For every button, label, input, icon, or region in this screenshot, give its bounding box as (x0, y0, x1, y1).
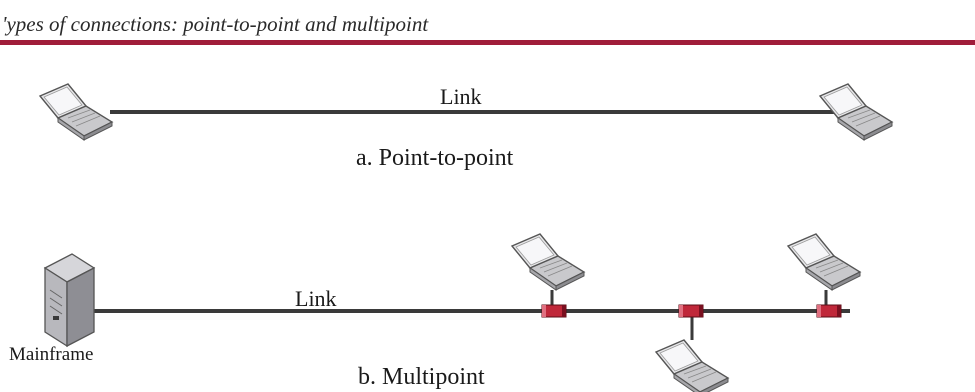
ptp-caption: a. Point-to-point (356, 145, 514, 171)
tap-connector (541, 304, 567, 318)
title-rule (0, 40, 975, 45)
mainframe-icon (43, 253, 96, 348)
multipoint-caption: b. Multipoint (358, 364, 485, 390)
laptop-icon (655, 339, 729, 392)
ptp-link-label: Link (440, 84, 482, 109)
laptop-icon (787, 233, 861, 291)
figure-title: 'ypes of connections: point-to-point and… (2, 12, 429, 36)
multipoint-link-label: Link (295, 286, 337, 311)
tap-connector (816, 304, 842, 318)
laptop-icon (39, 83, 113, 141)
laptop-icon (511, 233, 585, 291)
mainframe-label: Mainframe (9, 344, 94, 365)
tap-connector (678, 304, 704, 318)
